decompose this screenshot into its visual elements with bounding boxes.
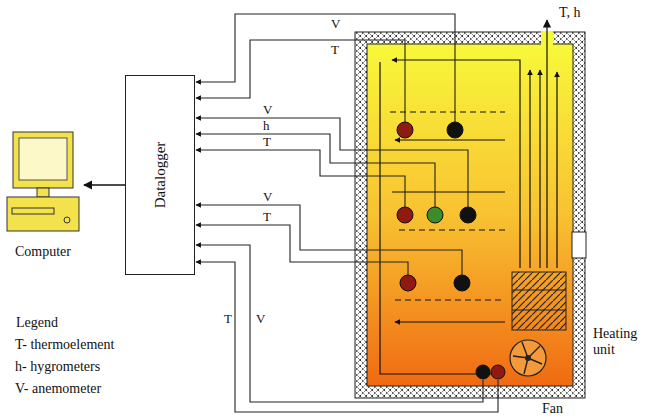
part-label: Heating unit: [592, 326, 654, 358]
wire-signal: T: [330, 43, 340, 56]
legend-entry: h- hygrometers: [15, 359, 100, 375]
legend-entry: T- thermoelement: [15, 337, 114, 353]
wire-signal: T: [262, 210, 272, 223]
wire-signal: V: [262, 190, 273, 203]
sensors: [397, 122, 505, 379]
computer-icon: Computer: [3, 128, 83, 264]
wire-signal: T: [223, 312, 233, 325]
heating-unit: [512, 272, 566, 330]
node-label: Datalogger: [152, 142, 169, 209]
wire-signal: V: [255, 312, 266, 325]
wire-signal: V: [262, 103, 273, 116]
wire-signal: h: [262, 119, 271, 132]
legend-entry: V- anemometer: [15, 381, 101, 397]
fan: [510, 340, 546, 376]
connector-arrow: [84, 184, 125, 185]
chamber: [355, 31, 586, 398]
wire-signal: V: [330, 17, 341, 30]
legend-title: Legend: [15, 315, 59, 331]
sensor-wires: [196, 14, 498, 412]
outlet-label: T, h: [558, 5, 582, 21]
part-label: Fan: [541, 401, 564, 417]
node-label: Computer: [3, 244, 83, 260]
datalogger-box: Datalogger: [125, 75, 195, 275]
wire-signal: T: [262, 135, 272, 148]
computer-drawing: [3, 128, 83, 240]
